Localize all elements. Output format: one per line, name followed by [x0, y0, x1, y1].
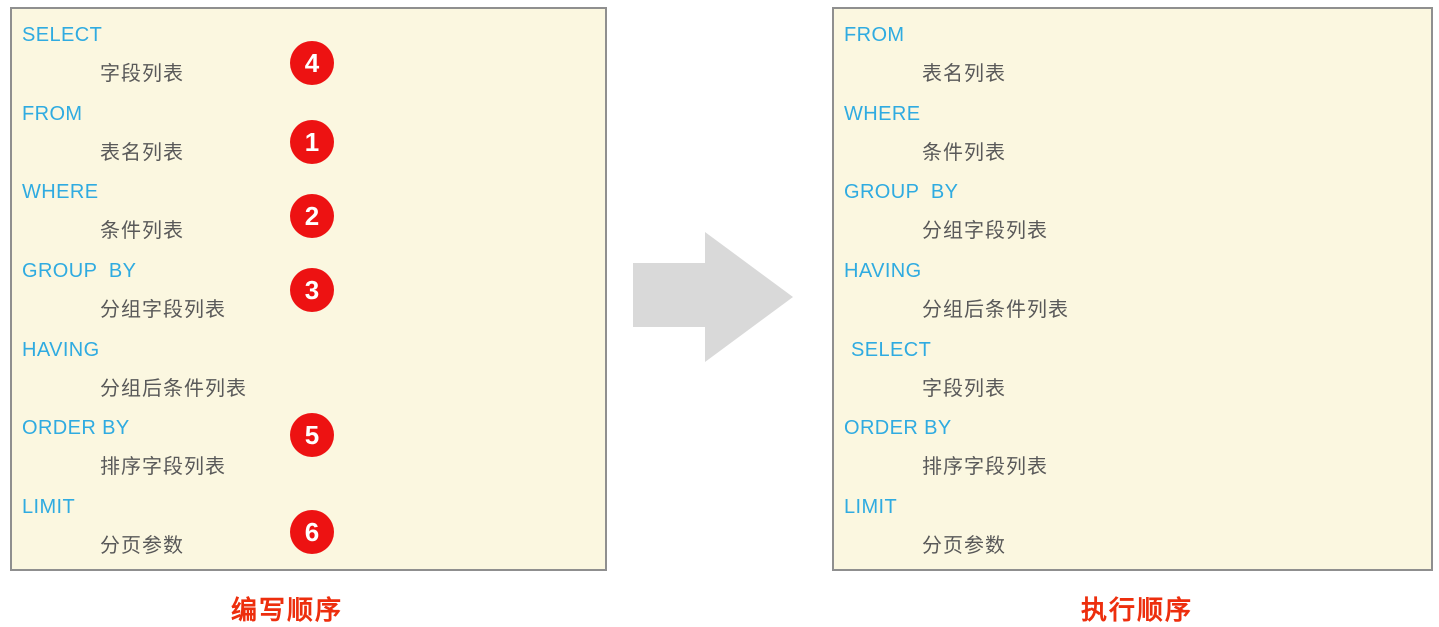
sql-keyword: WHERE	[22, 181, 99, 204]
sql-keyword: ORDER BY	[22, 417, 130, 440]
right-arrow-icon	[633, 232, 793, 362]
clause-row-having: HAVING 分组后条件列表	[22, 338, 605, 417]
sql-keyword: SELECT	[851, 338, 932, 361]
clause-row-from: FROM 表名列表	[844, 23, 1431, 102]
clause-detail: 分组后条件列表	[922, 299, 1069, 322]
write-order-panel: SELECT 字段列表 FROM 表名列表 WHERE 条件列表 GROUP B…	[10, 7, 607, 571]
clause-row-select: SELECT 字段列表	[22, 23, 605, 102]
sql-keyword: HAVING	[844, 260, 922, 283]
clause-detail: 分组后条件列表	[100, 377, 247, 400]
exec-order-panel: FROM 表名列表 WHERE 条件列表 GROUP BY 分组字段列表 HAV…	[832, 7, 1433, 571]
sql-keyword: LIMIT	[22, 496, 76, 519]
clause-detail: 条件列表	[922, 141, 1006, 164]
order-badge-3: 3	[290, 268, 334, 312]
sql-keyword: GROUP BY	[844, 181, 959, 204]
clause-row-where: WHERE 条件列表	[844, 102, 1431, 181]
clause-detail: 排序字段列表	[100, 456, 226, 479]
clause-row-having: HAVING 分组后条件列表	[844, 259, 1431, 338]
clause-row-select: SELECT 字段列表	[844, 338, 1431, 417]
sql-keyword: SELECT	[22, 24, 103, 46]
order-badge-5: 5	[290, 413, 334, 457]
sql-keyword: FROM	[844, 24, 905, 46]
clause-detail: 分组字段列表	[922, 220, 1048, 243]
clause-detail: 字段列表	[100, 63, 184, 85]
clause-row-group-by: GROUP BY 分组字段列表	[22, 259, 605, 338]
order-badge-2: 2	[290, 194, 334, 238]
clause-detail: 排序字段列表	[922, 456, 1048, 479]
clause-row-from: FROM 表名列表	[22, 102, 605, 181]
sql-keyword: WHERE	[844, 102, 921, 125]
sql-keyword: GROUP BY	[22, 260, 137, 283]
clause-row-limit: LIMIT 分页参数	[22, 495, 605, 574]
clause-detail: 条件列表	[100, 220, 184, 243]
sql-keyword: ORDER BY	[844, 417, 952, 440]
clause-detail: 表名列表	[100, 141, 184, 164]
clause-row-order-by: ORDER BY 排序字段列表	[844, 416, 1431, 495]
sql-keyword: LIMIT	[844, 496, 898, 519]
clause-detail: 分页参数	[922, 535, 1006, 558]
clause-detail: 字段列表	[922, 377, 1006, 400]
clause-row-order-by: ORDER BY 排序字段列表	[22, 416, 605, 495]
sql-keyword: FROM	[22, 102, 83, 125]
exec-order-caption: 执行顺序	[1081, 595, 1194, 625]
clause-detail: 分页参数	[100, 535, 184, 558]
clause-detail: 分组字段列表	[100, 299, 226, 322]
order-badge-4: 4	[290, 41, 334, 85]
clause-detail: 表名列表	[922, 63, 1006, 85]
clause-row-limit: LIMIT 分页参数	[844, 495, 1431, 574]
order-badge-6: 6	[290, 510, 334, 554]
clause-row-group-by: GROUP BY 分组字段列表	[844, 180, 1431, 259]
sql-keyword: HAVING	[22, 338, 100, 361]
clause-row-where: WHERE 条件列表	[22, 180, 605, 259]
order-badge-1: 1	[290, 120, 334, 164]
write-order-caption: 编写顺序	[231, 595, 344, 625]
